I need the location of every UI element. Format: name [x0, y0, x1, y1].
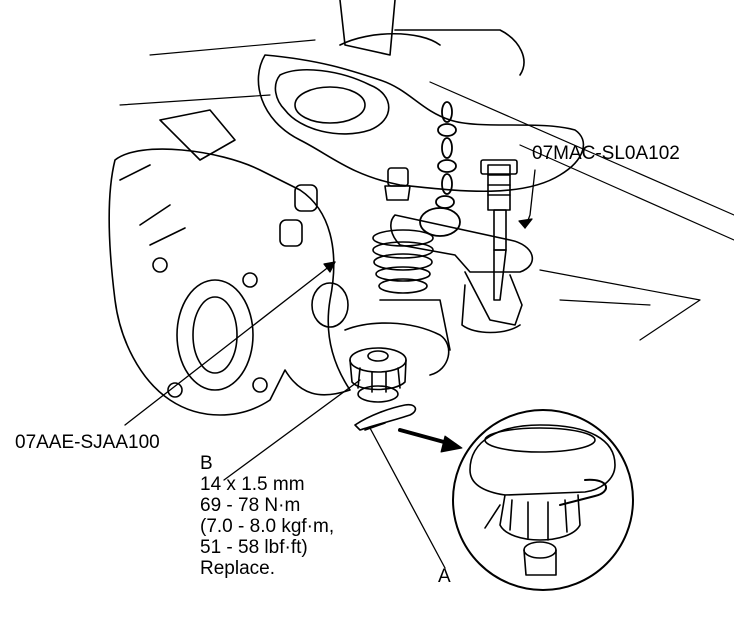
steering-knuckle: [108, 148, 451, 416]
leader-lines: [124, 169, 536, 569]
castle-nut: [349, 347, 407, 403]
label-tool-upper: 07MAC-SL0A102: [532, 143, 680, 164]
label-part-b: B: [200, 453, 213, 474]
spec-torque-kgfm: (7.0 - 8.0 kgf·m,: [200, 516, 335, 537]
ball-joint-puller-tool: [384, 159, 534, 334]
upper-control-arm: [257, 0, 585, 192]
label-part-a: A: [438, 566, 451, 587]
spec-thread-size: 14 x 1.5 mm: [200, 474, 305, 495]
cotter-pin: [354, 403, 417, 431]
spec-torque-lbfft: 51 - 58 lbf·ft): [200, 537, 308, 558]
zoom-arrow: [398, 428, 463, 453]
label-tool-lower: 07AAE-SJAA100: [15, 432, 160, 453]
chain: [419, 101, 461, 237]
spec-replace-note: Replace.: [200, 558, 275, 579]
frame-lines: [119, 39, 734, 341]
tie-rod-end: [119, 109, 236, 181]
zoom-detail-circle: [452, 409, 634, 591]
ball-joint-boot: [372, 229, 434, 294]
spec-torque-nm: 69 - 78 N·m: [200, 495, 301, 516]
torque-spec: 14 x 1.5 mm 69 - 78 N·m (7.0 - 8.0 kgf·m…: [200, 474, 334, 579]
